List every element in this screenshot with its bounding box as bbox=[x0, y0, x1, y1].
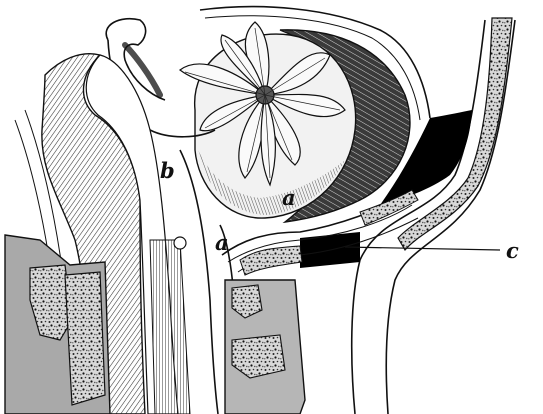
label-b: b bbox=[160, 158, 175, 183]
small-nodule bbox=[174, 237, 186, 249]
label-a-lower: a bbox=[215, 230, 229, 255]
label-c: c bbox=[506, 238, 519, 263]
hatched-column bbox=[150, 240, 190, 414]
vertebra-center bbox=[225, 280, 305, 414]
label-a-upper: a bbox=[282, 185, 296, 210]
